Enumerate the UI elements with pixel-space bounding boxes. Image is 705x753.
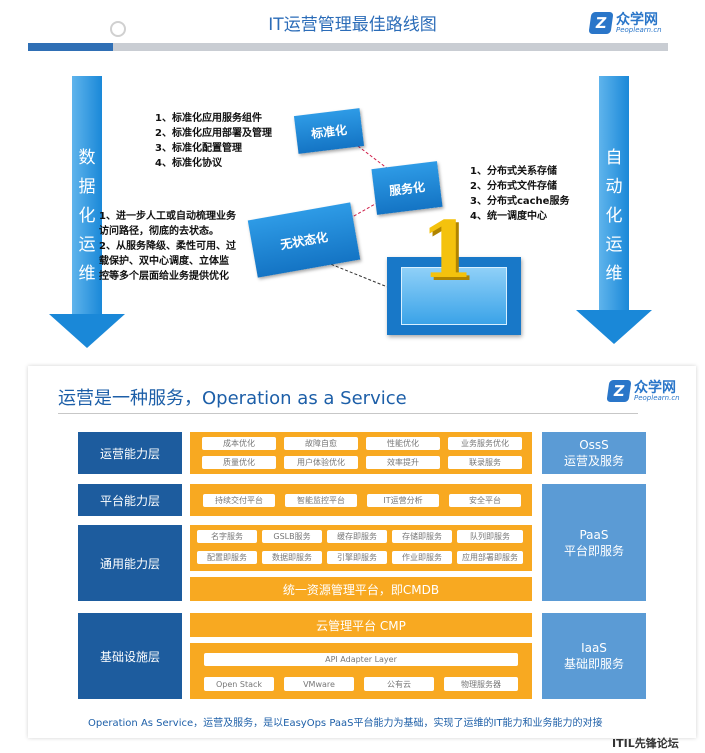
right-arrow-char: 运 xyxy=(605,235,623,255)
ops-chip: 用户体验优化 xyxy=(284,456,358,469)
api-adapter-chip: API Adapter Layer xyxy=(204,653,518,666)
common-chip: 缓存即服务 xyxy=(327,530,387,543)
left-down-arrow: 数 据 化 运 维 xyxy=(49,76,125,348)
common-chip: GSLB服务 xyxy=(262,530,322,543)
list-item: 4、统一调度中心 xyxy=(470,211,547,222)
screen-panel xyxy=(401,267,507,325)
cmdb-bar: 统一资源管理平台，即CMDB xyxy=(190,577,532,601)
left-arrow-char: 数 xyxy=(78,148,96,168)
left-arrow-char: 运 xyxy=(78,235,96,255)
layer-label-platform: 平台能力层 xyxy=(78,484,182,516)
list-item: 2、分布式文件存储 xyxy=(470,181,557,192)
circle-arrow-icon xyxy=(110,21,126,37)
left-arrow-char: 据 xyxy=(78,177,96,197)
side-box-subtitle: 基础即服务 xyxy=(563,657,624,671)
slide2-footer: Operation As Service，运营及服务，是以EasyOps Paa… xyxy=(88,718,603,729)
infra-chip: VMware xyxy=(284,677,354,691)
slide2-logo: Z 众学网 Peoplearn.cn xyxy=(606,379,680,402)
header-bar-accent xyxy=(28,43,113,51)
ops-chip: 成本优化 xyxy=(202,437,276,450)
side-box-title: IaaS xyxy=(581,641,607,655)
header-bar xyxy=(113,43,668,51)
list-item: 2、从服务降级、柔性可用、过 xyxy=(99,241,236,252)
right-arrow-char: 自 xyxy=(605,148,623,168)
logo-sub: Peoplearn.cn xyxy=(634,393,680,402)
cmp-bar: 云管理平台 CMP xyxy=(190,613,532,637)
ops-chip: 性能优化 xyxy=(366,437,440,450)
side-box-title: OssS xyxy=(579,438,609,452)
big-number-one: 1 xyxy=(420,205,475,296)
logo-name: 众学网 xyxy=(634,379,676,396)
list-item: 1、进一步人工或自动梳理业务 xyxy=(99,211,236,222)
service-list: 1、分布式关系存储 2、分布式文件存储 3、分布式cache服务 4、统一调度中… xyxy=(470,164,569,224)
logo-name: 众学网 xyxy=(616,11,658,28)
slide1-title: IT运营管理最佳路线图 xyxy=(268,15,437,35)
common-chip: 配置即服务 xyxy=(197,551,257,564)
common-chip: 引擎即服务 xyxy=(327,551,387,564)
list-item: 1、标准化应用服务组件 xyxy=(155,113,262,124)
list-item: 控等多个层面给业务提供优化 xyxy=(99,271,229,282)
list-item: 2、标准化应用部署及管理 xyxy=(155,128,272,139)
right-arrow-char: 动 xyxy=(605,177,623,197)
layer-label-infra: 基础设施层 xyxy=(78,613,182,699)
right-arrow-char: 化 xyxy=(605,206,623,226)
watermark: ITIL先锋论坛 xyxy=(612,737,679,750)
side-box-subtitle: 运营及服务 xyxy=(563,454,624,468)
common-chip: 数据即服务 xyxy=(262,551,322,564)
list-item: 3、标准化配置管理 xyxy=(155,143,242,154)
list-item: 1、分布式关系存储 xyxy=(470,166,557,177)
title-underline xyxy=(58,413,638,414)
list-item: 4、标准化协议 xyxy=(155,158,222,169)
common-chip: 存储即服务 xyxy=(392,530,452,543)
ops-chip: 故障自愈 xyxy=(284,437,358,450)
stateless-list: 1、进一步人工或自动梳理业务 访问路径，彻底的去状态。 2、从服务降级、柔性可用… xyxy=(99,209,236,284)
standard-list: 1、标准化应用服务组件 2、标准化应用部署及管理 3、标准化配置管理 4、标准化… xyxy=(155,111,272,171)
list-item: 访问路径，彻底的去状态。 xyxy=(99,226,219,237)
slide1-logo: Z 众学网 Peoplearn.cn xyxy=(588,11,662,34)
side-box-iaas: IaaS 基础即服务 xyxy=(542,613,646,699)
connector-lines xyxy=(307,139,401,293)
number-one-box xyxy=(387,257,521,335)
arrow-head-icon xyxy=(576,310,652,344)
ops-chip: 效率提升 xyxy=(366,456,440,469)
infra-chip: 公有云 xyxy=(364,677,434,691)
infra-chip: 物理服务器 xyxy=(444,677,518,691)
ops-chip: 业务服务优化 xyxy=(448,437,522,450)
side-box-paas: PaaS 平台即服务 xyxy=(542,484,646,601)
side-box-osss: OssS 运营及服务 xyxy=(542,432,646,474)
list-item: 载保护、双中心调度、立体监 xyxy=(99,256,229,267)
platform-chip: IT运营分析 xyxy=(367,494,439,507)
side-box-title: PaaS xyxy=(579,527,609,542)
layer-label-common: 通用能力层 xyxy=(78,525,182,601)
infra-chip: Open Stack xyxy=(204,677,274,691)
common-chip: 队列即服务 xyxy=(457,530,523,543)
layer-label-ops: 运营能力层 xyxy=(78,432,182,474)
logo-mark-icon: Z xyxy=(606,380,632,402)
left-arrow-char: 维 xyxy=(78,264,96,284)
logo-sub: Peoplearn.cn xyxy=(616,25,662,34)
side-box-subtitle: 平台即服务 xyxy=(563,543,624,558)
platform-chip: 持续交付平台 xyxy=(203,494,275,507)
box-standardization: 标准化 xyxy=(293,108,365,154)
common-chip: 作业即服务 xyxy=(392,551,452,564)
ops-chip: 质量优化 xyxy=(202,456,276,469)
common-chip: 应用部署即服务 xyxy=(457,551,523,564)
list-item: 3、分布式cache服务 xyxy=(470,196,570,207)
common-chip: 名字服务 xyxy=(197,530,257,543)
right-down-arrow: 自 动 化 运 维 xyxy=(576,76,652,344)
slide2-title: 运营是一种服务，Operation as a Service xyxy=(58,388,407,409)
left-arrow-char: 化 xyxy=(78,206,96,226)
arrow-head-icon xyxy=(49,314,125,348)
ops-chip: 联录服务 xyxy=(448,456,522,469)
platform-chip: 安全平台 xyxy=(449,494,521,507)
platform-chip: 智能监控平台 xyxy=(285,494,357,507)
right-arrow-char: 维 xyxy=(605,264,623,284)
